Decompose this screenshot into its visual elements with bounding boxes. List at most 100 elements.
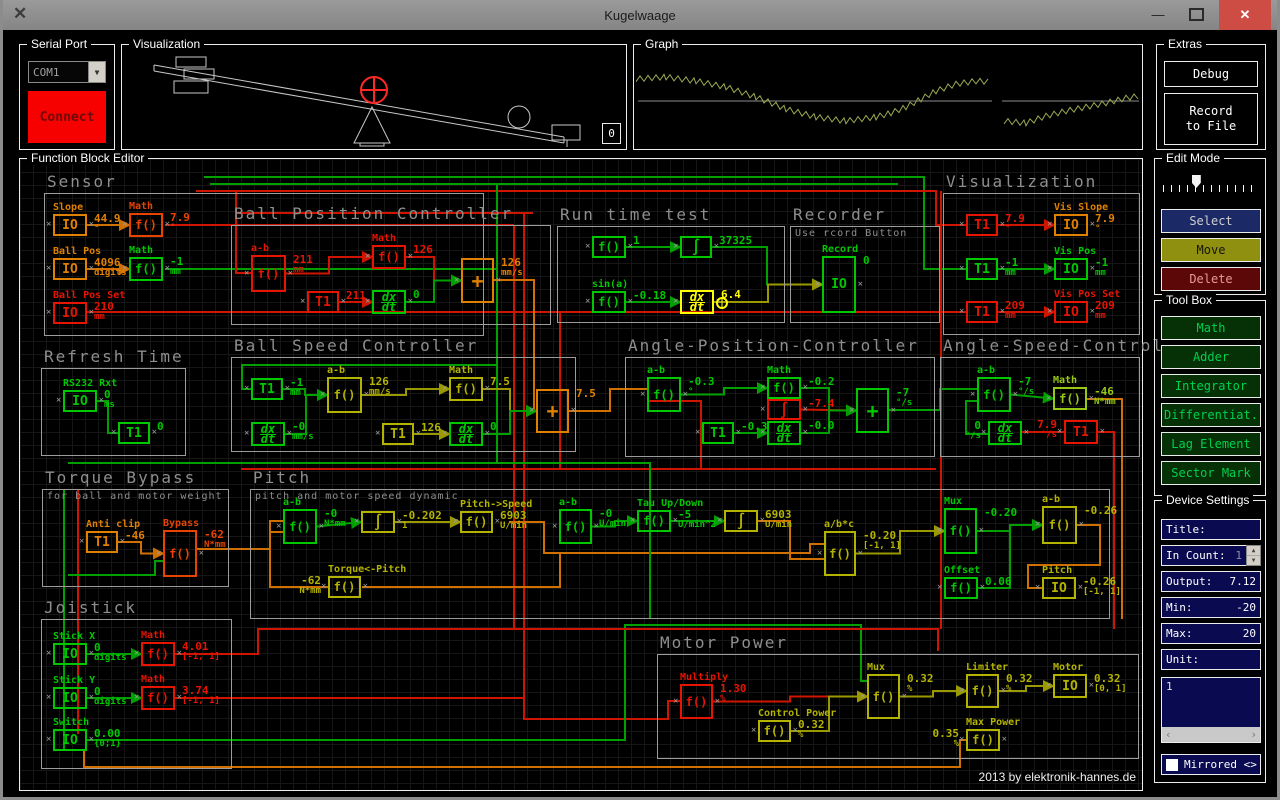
toolbox-integrator-button[interactable]: Integrator [1161,374,1261,398]
toolbox-adder-button[interactable]: Adder [1161,345,1261,369]
vis-t1a[interactable]: T1××7.9° [959,212,1025,236]
slider-thumb[interactable] [1191,175,1201,188]
max-field[interactable]: Max: 20 [1161,623,1261,644]
section-apc[interactable]: Angle-Position-Controller [625,336,935,457]
bsc-t1b[interactable]: T1××126 [375,421,441,445]
edit-mode-slider[interactable] [1163,175,1259,195]
horizontal-scrollbar[interactable]: ‹ › [1162,727,1260,742]
section-sensor[interactable]: Sensor [44,172,484,336]
arrow-down-icon[interactable]: ▼ [1251,557,1256,564]
chevron-down-icon[interactable]: ▼ [88,62,105,82]
com-port-select[interactable]: COM1 ▼ [28,61,106,83]
scroll-right-icon[interactable]: › [1250,728,1257,741]
toolbox-sector-mark-button[interactable]: Sector Mark [1161,461,1261,485]
toolbox-math-button[interactable]: Math [1161,316,1261,340]
min-field[interactable]: Min: -20 [1161,597,1261,618]
title-bar[interactable]: ✕ Kugelwaage — ✕ [3,0,1277,30]
mirrored-toggle[interactable]: Mirrored <> [1161,754,1261,775]
maximize-button[interactable] [1181,0,1211,28]
checkbox-icon[interactable] [1166,758,1178,771]
section-joy[interactable]: Joistick [41,598,232,769]
connect-button[interactable]: Connect [28,91,106,143]
in-count-field[interactable]: In Count: 1 ▲▼ [1161,545,1261,566]
section-vis[interactable]: Visualization [943,172,1140,335]
minimize-button[interactable]: — [1151,6,1165,22]
close-button[interactable]: ✕ [1219,0,1271,30]
apc-t1[interactable]: T1××-0.3 [695,420,768,444]
section-bsc[interactable]: Ball Speed Controller [231,336,576,452]
arrow-up-icon[interactable]: ▲ [1247,546,1260,556]
record-to-file-button[interactable]: Record to File [1164,93,1258,145]
in-count-stepper[interactable]: ▲▼ [1246,545,1261,566]
device-list[interactable]: 1 ‹ › [1161,677,1261,743]
move-mode-button[interactable]: Move [1161,238,1261,262]
apc-int[interactable]: ∫××-7.4 [760,397,835,420]
function-block-editor[interactable]: Function Block Editor 2013 by elektronik… [19,151,1162,791]
rt-t1[interactable]: T1××0 [111,420,164,444]
toolbox-differentiator-button[interactable]: Differentiat. [1161,403,1261,427]
rtt-int[interactable]: ∫××37325 [673,234,752,258]
delete-mode-button[interactable]: Delete [1161,267,1261,291]
apc-adder[interactable]: +××-7°/s [849,386,912,433]
scroll-left-icon[interactable]: ‹ [1165,728,1172,741]
list-item[interactable]: 1 [1166,680,1173,693]
toolbox-lag-element-button[interactable]: Lag Element [1161,432,1261,456]
select-mode-button[interactable]: Select [1161,209,1261,233]
asc-t1[interactable]: T1××7.9°/s [1037,418,1105,444]
section-asc[interactable]: Angle-Speed-Control [940,336,1162,457]
bsc-adder[interactable]: +××7.5 [529,387,596,433]
rtt-sin[interactable]: sin(a)f()××-0.18 [585,279,666,313]
